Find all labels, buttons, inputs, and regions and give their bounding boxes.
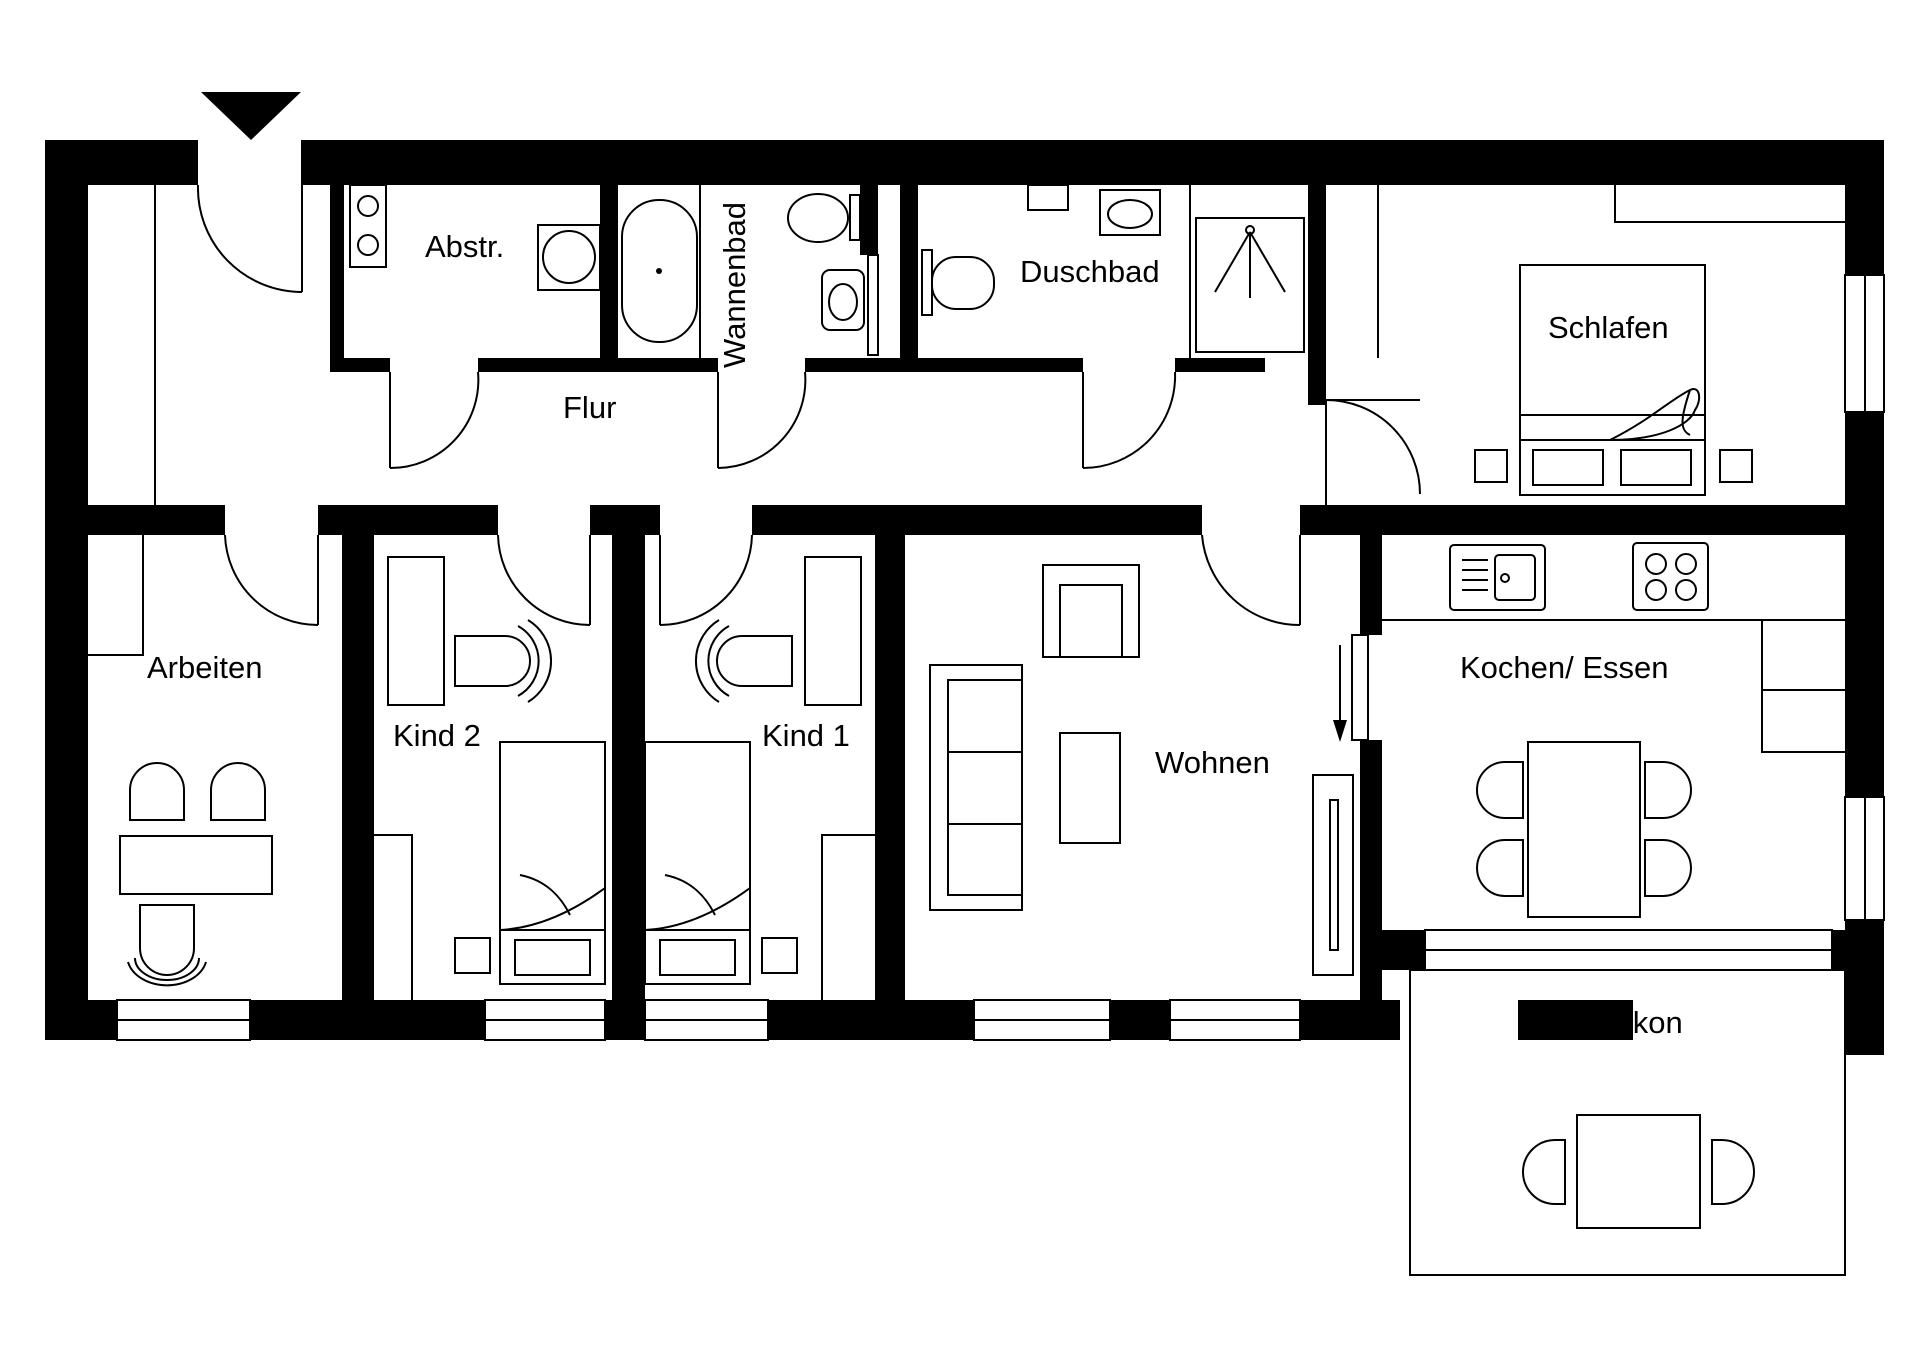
windows — [116, 274, 1885, 1041]
room-label-wohnen: Wohnen — [1155, 745, 1270, 780]
entrance-arrow-icon — [201, 92, 301, 140]
room-label-abstr: Abstr. — [425, 229, 504, 264]
room-label-flur: Flur — [563, 390, 616, 425]
room-label-arbeiten: Arbeiten — [147, 650, 262, 685]
room-label-balkon: Balkon — [1588, 1005, 1683, 1040]
room-label-kind1: Kind 1 — [762, 718, 850, 753]
walls — [45, 140, 1884, 1055]
furniture — [88, 184, 1846, 1276]
doors — [196, 140, 1421, 742]
room-label-duschbad: Duschbad — [1020, 254, 1160, 289]
room-label-wannenbad: Wannenbad — [717, 202, 752, 368]
room-label-schlafen: Schlafen — [1548, 310, 1669, 345]
room-label-kochen-essen: Kochen/ Essen — [1460, 650, 1669, 685]
room-label-kind2: Kind 2 — [393, 718, 481, 753]
room-labels: Abstr. Wannenbad Duschbad Schlafen Flur … — [147, 202, 1683, 1040]
